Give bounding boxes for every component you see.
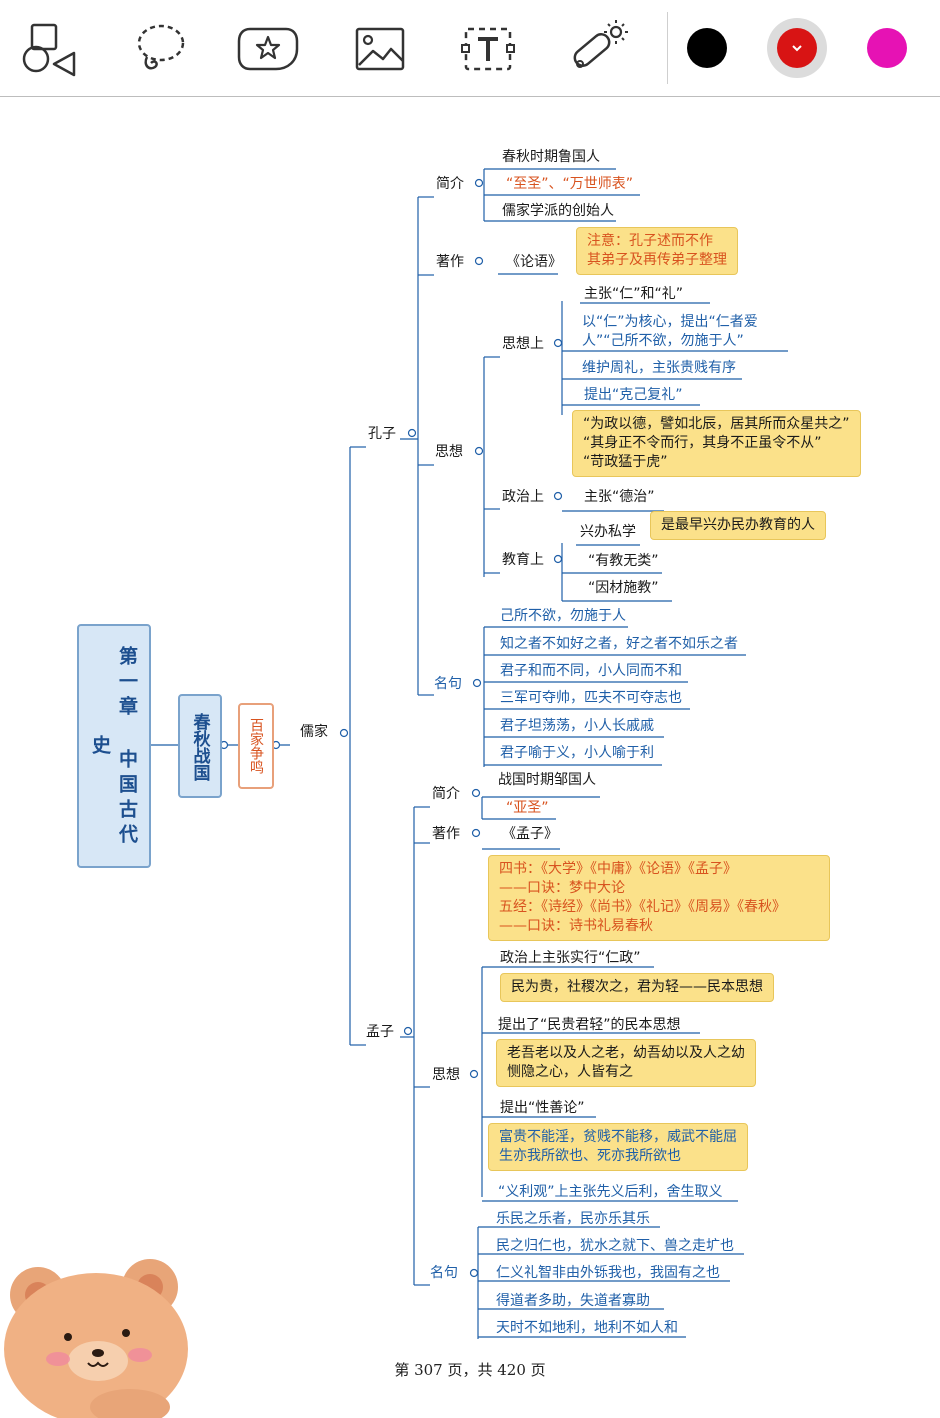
image-tool[interactable] — [347, 18, 411, 80]
topic-label: 百家争鸣 — [248, 718, 264, 774]
mengzi-quotes-label: 名句 — [430, 1265, 458, 1281]
mengzi-note: 富贵不能淫，贫贱不能移，威武不能屈 生亦我所欲也、死亦我所欲也 — [488, 1123, 748, 1171]
kongzi-works-book: 《论语》 — [506, 254, 562, 270]
color-red-swatch[interactable] — [767, 18, 827, 78]
mengzi-quote-item: 得道者多助，失道者寡助 — [496, 1293, 650, 1309]
ideology-label: 思想上 — [502, 336, 544, 352]
kongzi-label: 孔子 — [368, 426, 396, 442]
sticker-tool[interactable] — [236, 18, 300, 80]
note-line: 老吾老以及人之老，幼吾幼以及人之幼 — [507, 1045, 745, 1061]
education-label: 教育上 — [502, 552, 544, 568]
shapes-icon — [22, 23, 76, 77]
image-icon — [355, 27, 405, 71]
note-line: ——口诀：诗书礼易春秋 — [499, 918, 653, 934]
mengzi-note: 老吾老以及人之老，幼吾幼以及人之幼 恻隐之心，人皆有之 — [496, 1039, 756, 1087]
politics-label: 政治上 — [502, 489, 544, 505]
note-line: 富贵不能淫，贫贱不能移，威武不能屈 — [499, 1129, 737, 1145]
kongzi-quote-item: 君子喻于义，小人喻于利 — [500, 745, 654, 761]
kongzi-quotes-label: 名句 — [434, 676, 462, 692]
politics-item: 主张“德治” — [584, 489, 655, 505]
kongzi-intro-item: “至圣”、“万世师表” — [506, 176, 634, 192]
mengzi-thought-label: 思想 — [432, 1067, 460, 1083]
note-line: 恻隐之心，人皆有之 — [507, 1064, 633, 1080]
kongzi-quote-item: 君子坦荡荡，小人长戚戚 — [500, 718, 654, 734]
kongzi-intro-item: 儒家学派的创始人 — [502, 203, 614, 219]
mengzi-label: 孟子 — [366, 1024, 394, 1040]
note-line: ——口诀：梦中大论 — [499, 880, 625, 896]
note-line: “为政以德，譬如北辰，居其所而众星共之” — [583, 416, 850, 432]
mengzi-quote-item: 仁义礼智非由外铄我也，我固有之也 — [496, 1265, 720, 1281]
toolbar — [0, 0, 940, 97]
school-label: 儒家 — [300, 724, 328, 740]
mengzi-intro-label: 简介 — [432, 786, 460, 802]
star-sticker-icon — [237, 27, 299, 71]
mengzi-note: 民为贵，社稷次之，君为轻——民本思想 — [500, 973, 774, 1002]
bear-sticker — [4, 1259, 188, 1418]
mengzi-works-note: 四书：《大学》《中庸》《论语》《孟子》 ——口诀：梦中大论 五经：《诗经》《尚书… — [488, 855, 830, 941]
root-node: 第一章 中国古代史 — [77, 624, 151, 868]
period-node: 春秋战国 — [178, 694, 222, 798]
mengzi-quote-item: 乐民之乐者，民亦乐其乐 — [496, 1211, 650, 1227]
mengzi-intro-item: 战国时期邹国人 — [498, 772, 596, 788]
kongzi-quote-item: 己所不欲，勿施于人 — [500, 608, 626, 624]
mengzi-quote-item: 天时不如地利，地利不如人和 — [496, 1320, 678, 1336]
shapes-tool[interactable] — [16, 18, 80, 80]
kongzi-thought-label: 思想 — [435, 444, 463, 460]
education-item: “因材施教” — [588, 580, 659, 596]
text-tool[interactable] — [456, 18, 520, 80]
mindmap-connectors — [150, 168, 788, 1339]
mengzi-thought-item: 政治上主张实行“仁政” — [500, 950, 641, 966]
education-item: 兴办私学 — [580, 524, 636, 540]
mengzi-works-label: 著作 — [432, 826, 460, 842]
kongzi-quote-item: 知之者不如好之者，好之者不如乐之者 — [500, 636, 738, 652]
note-line: 注意：孔子述而不作 — [587, 233, 713, 249]
note-line: 四书：《大学》《中庸》《论语》《孟子》 — [499, 861, 737, 877]
mengzi-works-book: 《孟子》 — [502, 826, 558, 842]
color-magenta-swatch[interactable] — [867, 28, 907, 68]
kongzi-works-note: 注意：孔子述而不作 其弟子及再传弟子整理 — [576, 227, 738, 275]
ideology-item: 人”“己所不欲，勿施于人” — [582, 333, 744, 349]
topic-node: 百家争鸣 — [238, 703, 274, 789]
period-label: 春秋战国 — [189, 713, 210, 781]
kongzi-intro-item: 春秋时期鲁国人 — [502, 149, 600, 165]
lasso-tool[interactable] — [127, 18, 191, 80]
mindmap-page: 第一章 中国古代史 春秋战国 百家争鸣 儒家 孔子 简介 春秋时期鲁国人 “至圣… — [0, 97, 940, 1418]
laser-tool[interactable] — [566, 18, 630, 80]
ideology-item: 提出“克己复礼” — [584, 387, 683, 403]
color-black-swatch[interactable] — [687, 28, 727, 68]
mengzi-quote-item: 民之归仁也，犹水之就下、兽之走圹也 — [496, 1238, 734, 1254]
laser-pointer-icon — [573, 20, 628, 68]
note-line: 其弟子及再传弟子整理 — [587, 252, 727, 268]
mengzi-thought-item: 提出“性善论” — [500, 1100, 585, 1116]
kongzi-quote-item: 君子和而不同，小人同而不和 — [500, 663, 682, 679]
mengzi-intro-item: “亚圣” — [506, 800, 549, 816]
chevron-down-icon — [792, 45, 802, 52]
mengzi-thought-item: “义利观”上主张先义后利，舍生取义 — [498, 1184, 723, 1200]
text-box-icon — [461, 27, 515, 71]
kongzi-intro-label: 简介 — [436, 176, 464, 192]
kongzi-quote-item: 三军可夺帅，匹夫不可夺志也 — [500, 690, 682, 706]
ideology-item: 以“仁”为核心，提出“仁者爱 — [582, 314, 758, 330]
root-label: 第一章 中国古代史 — [89, 645, 138, 849]
page-indicator: 第 307 页，共 420 页 — [394, 1361, 546, 1379]
lasso-icon — [137, 24, 185, 70]
education-item: “有教无类” — [588, 553, 659, 569]
kongzi-quote-note: “为政以德，譬如北辰，居其所而众星共之” “其身正不令而行，其身不正虽令不从” … — [572, 410, 861, 477]
kongzi-works-label: 著作 — [436, 254, 464, 270]
mengzi-thought-item: 提出了“民贵君轻”的民本思想 — [498, 1017, 681, 1033]
education-note: 是最早兴办民办教育的人 — [650, 511, 826, 540]
note-line: “其身正不令而行，其身不正虽令不从” — [583, 435, 822, 451]
note-line: 生亦我所欲也、死亦我所欲也 — [499, 1148, 681, 1164]
ideology-item: 主张“仁”和“礼” — [584, 286, 684, 302]
note-line: “苛政猛于虎” — [583, 454, 668, 470]
ideology-item: 维护周礼，主张贵贱有序 — [582, 360, 736, 376]
note-line: 五经：《诗经》《尚书》《礼记》《周易》《春秋》 — [499, 899, 786, 915]
toolbar-divider — [667, 12, 668, 84]
